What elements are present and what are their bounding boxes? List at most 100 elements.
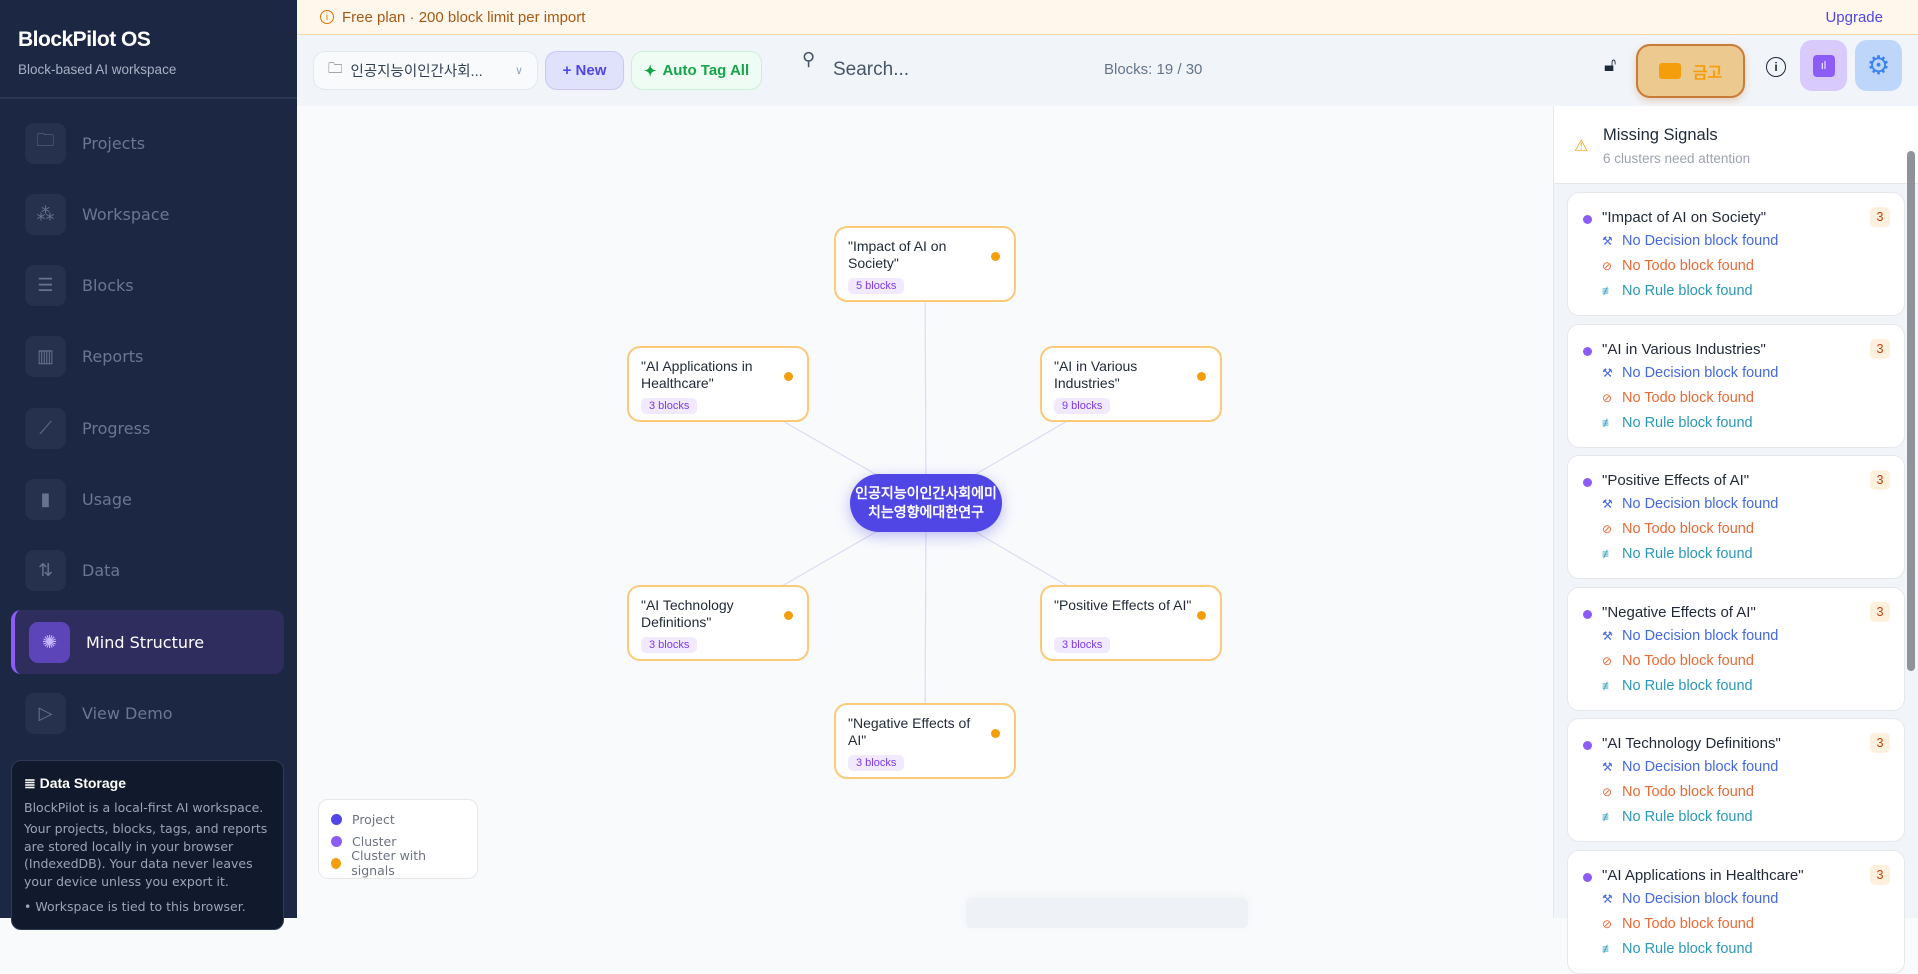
- missing-text: No Decision block found: [1622, 233, 1779, 249]
- sidebar-item-usage[interactable]: ▮Usage: [11, 468, 284, 532]
- legend: Project Cluster Cluster with signals: [318, 799, 478, 879]
- sidebar-item-label: Data: [82, 561, 121, 581]
- missing-rule: ≢No Rule block found: [1602, 678, 1753, 694]
- storage-text: Your projects, blocks, tags, and reports…: [24, 821, 268, 889]
- bar-chart-icon: ▮: [25, 479, 66, 520]
- rule-icon: ≢: [1602, 547, 1614, 561]
- arrows-updown-icon: ⇅: [25, 550, 66, 592]
- count-badge: 3: [1870, 864, 1890, 885]
- signal-dot: [991, 252, 1000, 261]
- block-count-badge: 3 blocks: [848, 755, 905, 771]
- sidebar-item-blocks[interactable]: ☰Blocks: [11, 254, 284, 318]
- folder-icon: 🗀: [25, 122, 66, 164]
- scrollbar[interactable]: [1907, 151, 1915, 671]
- brand-subtitle: Block-based AI workspace: [18, 62, 177, 77]
- missing-decision: ⚒No Decision block found: [1602, 496, 1778, 512]
- bottom-toolbar: [966, 898, 1248, 928]
- panel-title: Missing Signals: [1603, 126, 1718, 144]
- report-icon: ▥: [25, 336, 66, 378]
- cluster-node[interactable]: "AI Technology Definitions"3 blocks: [627, 585, 809, 661]
- signal-card[interactable]: "Positive Effects of AI" 3 ⚒No Decision …: [1567, 455, 1905, 579]
- check-circle-icon: ⊘: [1602, 785, 1613, 799]
- cluster-node[interactable]: "AI in Various Industries"9 blocks: [1040, 346, 1222, 422]
- missing-rule: ≢ No Rule block found: [1602, 546, 1753, 562]
- data-storage-title: ≣ Data Storage: [24, 775, 126, 791]
- cluster-node[interactable]: "AI Applications in Healthcare"3 blocks: [627, 346, 809, 422]
- block-count-badge: 9 blocks: [1054, 398, 1111, 414]
- cluster-dot: [1583, 346, 1592, 356]
- missing-text: No Rule block found: [1622, 677, 1753, 694]
- gavel-icon: ⚒: [1602, 365, 1613, 380]
- project-node[interactable]: 인공지능이인간사회에미치는영향에대한연구: [850, 474, 1002, 532]
- sidebar-item-label: Blocks: [82, 276, 134, 296]
- search-input[interactable]: [833, 53, 1083, 87]
- missing-decision: ⚒No Decision block found: [1602, 365, 1778, 381]
- cluster-node[interactable]: "Negative Effects of AI"3 blocks: [834, 703, 1016, 779]
- missing-text: No Decision block found: [1622, 627, 1779, 644]
- cluster-title: "Impact of AI on Society": [848, 238, 947, 271]
- sidebar-item-projects[interactable]: 🗀Projects: [11, 111, 284, 175]
- legend-item: Project: [331, 808, 465, 830]
- sidebar-item-workspace[interactable]: ⁂Workspace: [11, 182, 284, 246]
- missing-text: No Rule block found: [1622, 546, 1753, 562]
- card-title: "Positive Effects of AI": [1602, 472, 1750, 489]
- sidebar-item-mind-structure[interactable]: ✺ Mind Structure: [11, 610, 284, 675]
- cluster-dot: [1583, 872, 1592, 882]
- missing-text: No Todo block found: [1622, 521, 1754, 537]
- signal-card[interactable]: "Impact of AI on Society" 3 ⚒No Decision…: [1567, 192, 1905, 316]
- list-icon: ≣: [24, 775, 40, 791]
- signal-card[interactable]: "Negative Effects of AI" 3 ⚒No Decision …: [1567, 586, 1905, 711]
- check-circle-icon: ⊘: [1602, 522, 1613, 536]
- signal-dot: [1197, 372, 1206, 381]
- missing-text: No Todo block found: [1622, 389, 1754, 406]
- lock-icon[interactable]: 🔓︎: [1604, 55, 1617, 76]
- project-select[interactable]: 🗀 인공지능이인간사회... ∨: [313, 51, 538, 90]
- sidebar-item-data[interactable]: ⇅ Data: [11, 539, 284, 603]
- card-title: "AI Applications in Healthcare": [1602, 866, 1804, 884]
- sidebar-item-progress[interactable]: ⟋Progress: [11, 396, 284, 460]
- count-badge: 3: [1870, 338, 1890, 359]
- sidebar-item-label: Mind Structure: [86, 632, 205, 652]
- signal-card[interactable]: "AI Technology Definitions" 3 ⚒No Decisi…: [1567, 718, 1905, 842]
- legend-item: Cluster: [331, 830, 465, 852]
- vault-button[interactable]: 금고: [1636, 44, 1745, 98]
- missing-signals-panel: ⚠ Missing Signals 6 clusters need attent…: [1553, 106, 1918, 974]
- count-badge: 3: [1870, 207, 1890, 227]
- sidebar-item-view-demo[interactable]: ▷View Demo: [11, 681, 284, 745]
- panel-header: ⚠ Missing Signals 6 clusters need attent…: [1554, 106, 1918, 184]
- rule-icon: ≢: [1602, 810, 1614, 824]
- missing-todo: ⊘ No Todo block found: [1602, 390, 1754, 406]
- missing-text: No Decision block found: [1622, 759, 1779, 775]
- missing-rule: ≢ No Rule block found: [1602, 809, 1753, 825]
- signal-card[interactable]: "AI in Various Industries" 3 ⚒No Decisio…: [1567, 323, 1905, 448]
- missing-todo: ⊘No Todo block found: [1602, 653, 1754, 669]
- chevron-down-icon: ∨: [514, 65, 523, 77]
- divider: [0, 97, 297, 99]
- cluster-node[interactable]: "Positive Effects of AI"3 blocks: [1040, 585, 1222, 661]
- upgrade-link[interactable]: Upgrade: [1825, 8, 1883, 26]
- check-circle-icon: ⊘: [1602, 259, 1613, 273]
- missing-text: No Rule block found: [1622, 809, 1753, 825]
- missing-decision: ⚒No Decision block found: [1602, 233, 1778, 249]
- rule-icon: ≢: [1602, 284, 1614, 298]
- mind-map-icon: ✺: [29, 621, 70, 663]
- mind-map-canvas[interactable]: "Impact of AI on Society"5 blocks "AI App…: [297, 106, 1553, 928]
- folder-icon: 🗀: [328, 61, 343, 77]
- analytics-button[interactable]: ıl: [1800, 40, 1847, 91]
- rule-icon: ≢: [1602, 941, 1614, 956]
- info-icon: i: [320, 10, 334, 24]
- new-button[interactable]: + New: [545, 51, 624, 90]
- check-circle-icon: ⊘: [1602, 390, 1613, 405]
- info-button[interactable]: i: [1766, 57, 1786, 77]
- card-title: "Impact of AI on Society": [1602, 209, 1767, 226]
- auto-tag-all-button[interactable]: ✦Auto Tag All: [631, 51, 762, 90]
- signal-card[interactable]: "AI Applications in Healthcare" 3 ⚒No De…: [1567, 849, 1905, 974]
- gavel-icon: ⚒: [1602, 760, 1613, 774]
- cluster-node[interactable]: "Impact of AI on Society"5 blocks: [834, 226, 1016, 302]
- missing-text: No Todo block found: [1622, 784, 1754, 800]
- sidebar-item-label: View Demo: [82, 703, 173, 723]
- signal-dot: [1197, 611, 1206, 620]
- plan-text: Free plan · 200 block limit per import: [342, 8, 586, 26]
- settings-button[interactable]: ⚙: [1855, 40, 1902, 91]
- sidebar-item-reports[interactable]: ▥Reports: [11, 325, 284, 389]
